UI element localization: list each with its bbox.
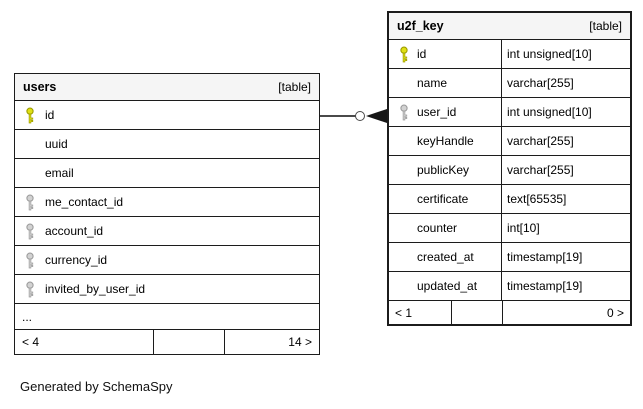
foreign-key-icon: [397, 104, 411, 121]
footer-right-count: 0 >: [502, 301, 630, 324]
foreign-key-icon: [23, 223, 37, 240]
column-type: text[65535]: [507, 192, 567, 206]
foreign-key-icon: [23, 281, 37, 298]
foreign-key-icon: [23, 194, 37, 211]
column-name-cell: account_id: [15, 217, 319, 245]
column-name-cell: currency_id: [15, 246, 319, 274]
table-node-u2f-key[interactable]: u2f_key [table] id int unsigned[10] name…: [387, 11, 632, 326]
column-row: updated_at timestamp[19]: [389, 272, 630, 301]
column-type: int unsigned[10]: [507, 105, 592, 119]
column-name-cell: invited_by_user_id: [15, 275, 319, 303]
table-title[interactable]: u2f_key: [397, 19, 444, 33]
column-row: invited_by_user_id: [15, 275, 319, 304]
column-name-cell: me_contact_id: [15, 188, 319, 216]
footer-left-count: < 4: [22, 335, 40, 349]
column-name: me_contact_id: [45, 195, 124, 209]
more-columns-indicator: ...: [15, 304, 319, 330]
relationship-circle-icon: [355, 111, 365, 121]
column-row: certificate text[65535]: [389, 185, 630, 214]
column-name-cell: keyHandle: [389, 127, 502, 155]
column-name: publicKey: [417, 163, 470, 177]
table-footer: < 1 0 >: [389, 301, 630, 324]
column-name: user_id: [417, 105, 457, 119]
column-row: currency_id: [15, 246, 319, 275]
footer-left-count: < 1: [395, 305, 413, 320]
column-row: created_at timestamp[19]: [389, 243, 630, 272]
column-name: id: [45, 108, 55, 122]
column-type: timestamp[19]: [507, 279, 583, 293]
column-name: invited_by_user_id: [45, 282, 146, 296]
column-name: currency_id: [45, 253, 108, 267]
relationship-arrowhead-icon: [366, 109, 387, 123]
column-row: account_id: [15, 217, 319, 246]
column-name: id: [417, 47, 427, 61]
column-row: uuid: [15, 130, 319, 159]
column-name-cell: updated_at: [389, 272, 502, 300]
column-name-cell: counter: [389, 214, 502, 242]
column-row: keyHandle varchar[255]: [389, 127, 630, 156]
column-row: name varchar[255]: [389, 69, 630, 98]
table-header: u2f_key [table]: [389, 13, 630, 40]
relationship-line: [320, 115, 356, 117]
foreign-key-icon: [23, 252, 37, 269]
column-name: name: [417, 76, 448, 90]
column-row: user_id int unsigned[10]: [389, 98, 630, 127]
column-row: me_contact_id: [15, 188, 319, 217]
column-row: id int unsigned[10]: [389, 40, 630, 69]
primary-key-icon: [23, 107, 37, 124]
column-name: account_id: [45, 224, 104, 238]
column-name: created_at: [417, 250, 474, 264]
column-name: keyHandle: [417, 134, 474, 148]
column-name-cell: id: [15, 101, 319, 129]
column-row: email: [15, 159, 319, 188]
column-name-cell: email: [15, 159, 319, 187]
table-header: users [table]: [15, 74, 319, 101]
generator-credit: Generated by SchemaSpy: [20, 379, 173, 394]
table-node-users[interactable]: users [table] id uuid email me_conta: [14, 73, 320, 355]
table-title[interactable]: users: [23, 80, 57, 94]
column-name-cell: certificate: [389, 185, 502, 213]
column-row: publicKey varchar[255]: [389, 156, 630, 185]
footer-right-count: 14 >: [224, 330, 319, 354]
column-name-cell: created_at: [389, 243, 502, 271]
column-type: varchar[255]: [507, 134, 574, 148]
table-type-badge: [table]: [278, 80, 311, 94]
column-type: int[10]: [507, 221, 540, 235]
column-name-cell: user_id: [389, 98, 502, 126]
column-name: uuid: [45, 137, 68, 151]
column-type: varchar[255]: [507, 76, 574, 90]
primary-key-icon: [397, 46, 411, 63]
column-name: counter: [417, 221, 458, 235]
column-row: id: [15, 101, 319, 130]
column-name: email: [45, 166, 74, 180]
column-name-cell: id: [389, 40, 502, 68]
footer-middle-cell: [153, 330, 224, 354]
column-type: timestamp[19]: [507, 250, 583, 264]
table-footer: < 4 14 >: [15, 330, 319, 354]
column-type: varchar[255]: [507, 163, 574, 177]
footer-middle-cell: [451, 301, 502, 324]
column-name-cell: publicKey: [389, 156, 502, 184]
column-name-cell: uuid: [15, 130, 319, 158]
column-row: counter int[10]: [389, 214, 630, 243]
column-name: updated_at: [417, 279, 478, 293]
column-type: int unsigned[10]: [507, 47, 592, 61]
column-name-cell: name: [389, 69, 502, 97]
table-type-badge: [table]: [589, 19, 622, 33]
column-name: certificate: [417, 192, 469, 206]
